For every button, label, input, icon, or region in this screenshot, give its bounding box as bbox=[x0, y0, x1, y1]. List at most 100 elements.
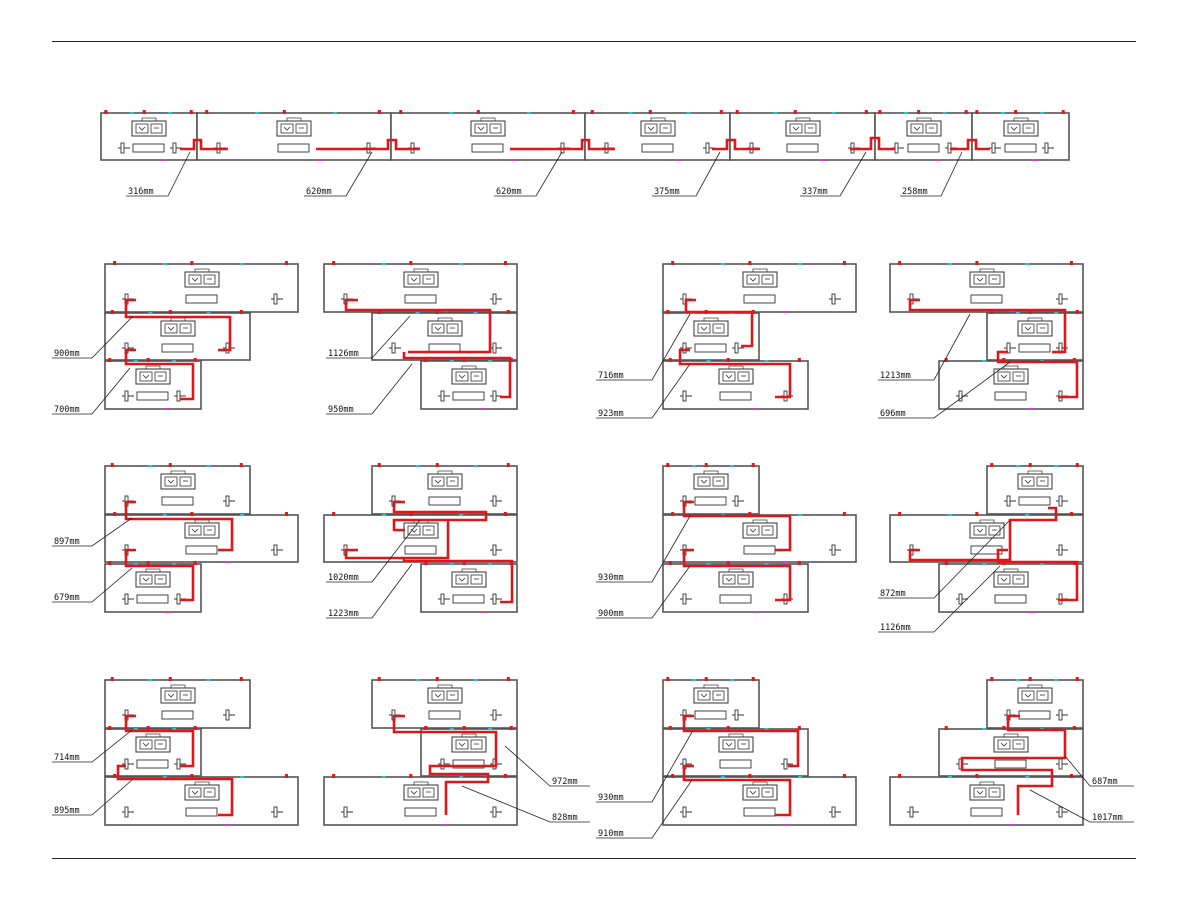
terminal-marker bbox=[1025, 776, 1030, 778]
terminal-marker bbox=[947, 514, 952, 516]
cabinet bbox=[323, 774, 518, 826]
terminal-marker bbox=[751, 677, 755, 681]
terminal-marker bbox=[726, 358, 730, 362]
stacked-cabinet-panels: 900mm700mm1126mm950mm716mm923mm1213mm696… bbox=[52, 261, 1134, 839]
terminal-marker bbox=[435, 677, 439, 681]
leader-line bbox=[878, 361, 1011, 419]
terminal-marker bbox=[1075, 310, 1079, 314]
terminal-marker bbox=[648, 110, 652, 114]
terminal-marker bbox=[462, 726, 466, 730]
terminal-marker bbox=[317, 159, 323, 161]
busbar-outline bbox=[161, 710, 194, 720]
terminal-marker bbox=[1028, 677, 1032, 681]
cable-route bbox=[684, 298, 754, 348]
cable-route bbox=[996, 548, 1079, 602]
measurement-label: 828mm bbox=[552, 813, 578, 823]
terminal-marker bbox=[461, 513, 467, 515]
busbar-outline bbox=[452, 391, 485, 401]
terminal-marker bbox=[1054, 465, 1059, 467]
terminal-marker bbox=[168, 463, 172, 467]
cable-route bbox=[682, 500, 792, 552]
terminal-marker bbox=[982, 728, 987, 730]
terminal-marker bbox=[1028, 775, 1034, 777]
terminal-marker bbox=[1015, 312, 1020, 314]
busbar-outline bbox=[970, 294, 1003, 304]
terminal-marker bbox=[764, 563, 769, 565]
terminal-marker bbox=[1025, 514, 1030, 516]
terminal-marker bbox=[752, 775, 758, 777]
terminal-marker bbox=[459, 263, 464, 265]
terminal-marker bbox=[284, 512, 288, 516]
terminal-marker bbox=[473, 679, 478, 681]
terminal-marker bbox=[415, 465, 420, 467]
cable-route bbox=[678, 348, 792, 399]
terminal-marker bbox=[752, 408, 758, 410]
measurement-callout: 897mm bbox=[52, 517, 133, 547]
measurement-callout: 1213mm bbox=[878, 313, 971, 381]
measurement-callout: 923mm bbox=[596, 363, 691, 419]
terminal-marker bbox=[129, 112, 134, 114]
terminal-marker bbox=[509, 726, 513, 730]
terminal-marker bbox=[255, 112, 260, 114]
terminal-marker bbox=[1028, 408, 1034, 410]
cable-route bbox=[908, 506, 1058, 562]
terminal-marker bbox=[168, 677, 172, 681]
terminal-marker bbox=[842, 261, 846, 265]
terminal-marker bbox=[982, 563, 987, 565]
cabinet-outline bbox=[323, 776, 518, 826]
terminal-marker bbox=[108, 726, 112, 730]
terminal-marker bbox=[691, 679, 696, 681]
terminal-marker bbox=[133, 360, 138, 362]
terminal-marker bbox=[793, 110, 797, 114]
measurement-label: 696mm bbox=[880, 409, 906, 419]
busbar-outline bbox=[277, 143, 310, 153]
terminal-marker bbox=[1046, 727, 1052, 729]
terminal-marker bbox=[722, 727, 728, 729]
cabinet-outline bbox=[938, 360, 1084, 410]
terminal-marker bbox=[1015, 679, 1020, 681]
terminal-marker bbox=[435, 310, 439, 314]
busbar-outline bbox=[404, 294, 437, 304]
cabinet-outline bbox=[889, 263, 1084, 313]
cabinet bbox=[938, 358, 1084, 410]
leader-line bbox=[596, 731, 693, 803]
measurement-callout: 1126mm bbox=[326, 315, 411, 359]
cable-route bbox=[960, 714, 1067, 815]
terminal-marker bbox=[1028, 463, 1032, 467]
busbar-outline bbox=[428, 710, 461, 720]
measurement-callout: 258mm bbox=[900, 151, 963, 197]
terminal-marker bbox=[1075, 463, 1079, 467]
cable-route bbox=[510, 138, 615, 151]
busbar-outline bbox=[1018, 343, 1051, 353]
terminal-marker bbox=[590, 110, 594, 114]
cabinet bbox=[662, 512, 857, 563]
terminal-marker bbox=[668, 726, 672, 730]
top-row-cable-routes bbox=[180, 136, 990, 151]
busbar-outline bbox=[1004, 143, 1037, 153]
cabinet bbox=[196, 110, 392, 161]
terminal-marker bbox=[462, 561, 466, 565]
terminal-marker bbox=[113, 512, 117, 516]
cabinet bbox=[662, 774, 857, 826]
cabinet bbox=[104, 774, 299, 826]
terminal-marker bbox=[424, 726, 428, 730]
terminal-marker bbox=[190, 261, 194, 265]
leader-line bbox=[326, 363, 413, 415]
terminal-marker bbox=[748, 774, 752, 778]
terminal-marker bbox=[190, 512, 194, 516]
terminal-marker bbox=[113, 261, 117, 265]
terminal-marker bbox=[782, 824, 788, 826]
terminal-marker bbox=[162, 776, 167, 778]
cabinet bbox=[662, 677, 760, 729]
terminal-marker bbox=[148, 312, 153, 314]
terminal-marker bbox=[480, 611, 486, 613]
terminal-marker bbox=[506, 677, 510, 681]
busbar-outline bbox=[161, 496, 194, 506]
busbar-outline bbox=[132, 143, 165, 153]
terminal-marker bbox=[503, 512, 507, 516]
cable-route bbox=[344, 298, 492, 354]
measurement-callout: 950mm bbox=[326, 363, 413, 415]
terminal-marker bbox=[898, 512, 902, 516]
